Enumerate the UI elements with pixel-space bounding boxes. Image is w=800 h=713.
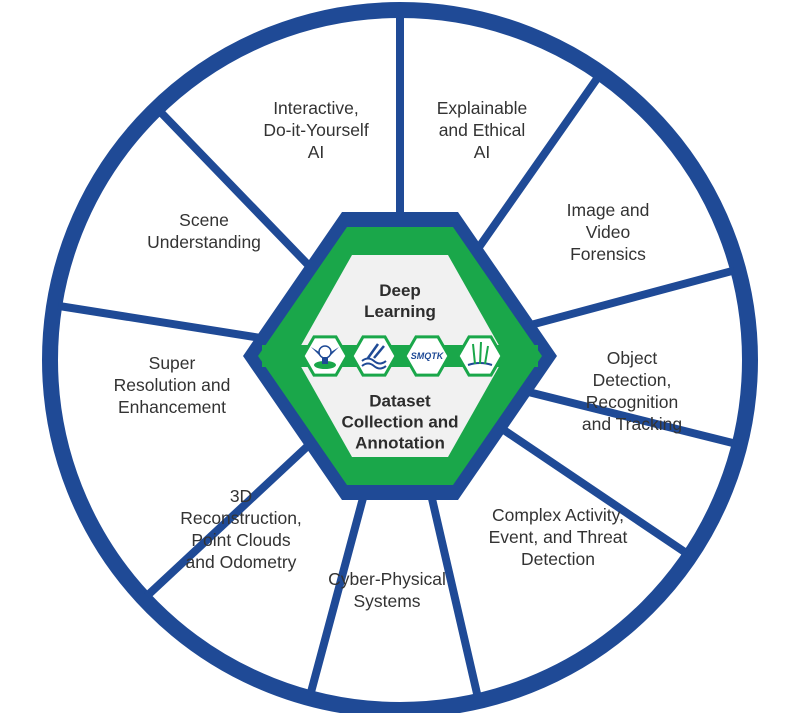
- spoke-9: [57, 301, 283, 346]
- segment-object-detection: Object Detection, Recognition and Tracki…: [581, 348, 683, 434]
- smqtk-logo-icon: SMQTK: [403, 335, 451, 377]
- robot-bird-logo-icon: [301, 335, 349, 377]
- segment-image-video-forensics: Image and Video Forensics: [566, 200, 650, 264]
- segment-explainable-ethical-ai: Explainable and Ethical AI: [436, 98, 528, 162]
- spoke-5: [497, 423, 690, 557]
- segment-interactive-diy-ai: Interactive, Do-it-Yourself AI: [263, 98, 369, 162]
- segment-super-resolution: Super Resolution and Enhancement: [113, 353, 231, 417]
- segment-3d-reconstruction: 3D Reconstruction, Point Clouds and Odom…: [180, 486, 302, 572]
- spoke-3: [514, 266, 736, 333]
- segment-cyber-physical: Cyber-Physical Systems: [328, 569, 446, 611]
- spokes: [57, 14, 737, 699]
- segment-complex-activity: Complex Activity, Event, and Threat Dete…: [488, 505, 628, 569]
- segment-scene-understanding: Scene Understanding: [147, 210, 261, 252]
- spoke-2: [465, 74, 602, 264]
- smqtk-text: SMQTK: [411, 351, 445, 361]
- core-bottom-label: Dataset Collection and Annotation: [341, 391, 459, 453]
- spoke-8: [144, 438, 315, 599]
- reeds-logo-icon: [456, 335, 504, 377]
- spoke-10: [156, 108, 320, 277]
- core-top-label: Deep Learning: [364, 281, 436, 321]
- signal-waves-logo-icon: [350, 335, 398, 377]
- spoke-7: [306, 474, 373, 696]
- spoke-4: [515, 385, 737, 448]
- spoke-6: [423, 476, 482, 699]
- badge-row: SMQTK: [301, 335, 504, 377]
